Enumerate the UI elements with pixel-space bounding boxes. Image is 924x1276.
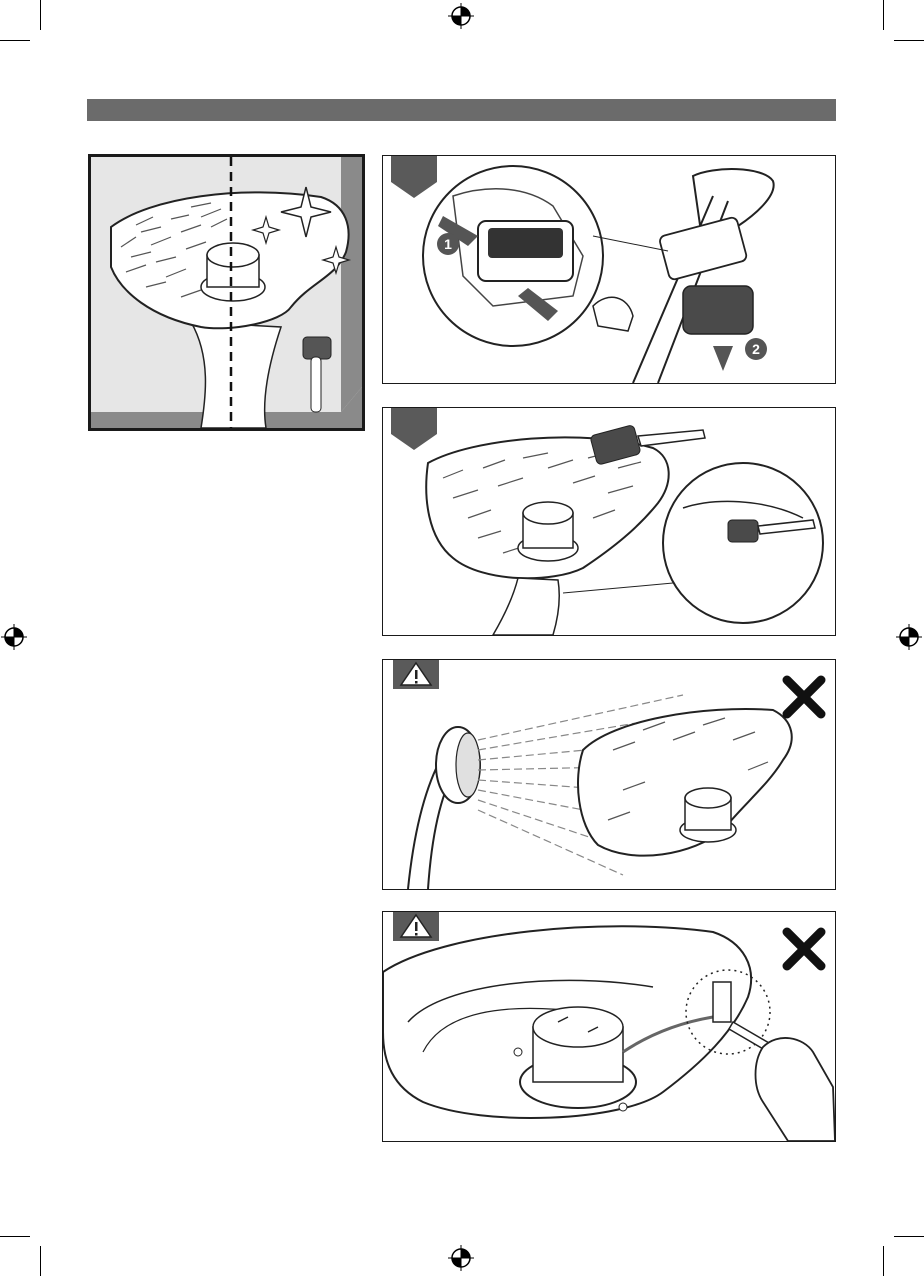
cross-mark-icon: [781, 674, 827, 720]
warning-triangle-icon: [393, 911, 439, 941]
step-remove-battery-panel: 1 2: [382, 155, 836, 384]
warning-no-water-panel: [382, 659, 836, 890]
step-tab-icon: [391, 407, 437, 452]
crop-mark: [0, 40, 30, 41]
cross-mark-icon: [781, 926, 827, 972]
blade-touch-illustration: [383, 912, 835, 1141]
brush-cleaning-illustration: [383, 408, 835, 635]
callout-number: 1: [437, 233, 459, 255]
overview-panel: [88, 154, 365, 431]
water-spray-illustration: [383, 660, 835, 889]
warning-triangle-icon: [393, 659, 439, 689]
registration-mark-icon: [896, 624, 922, 650]
battery-removal-illustration: [383, 156, 835, 383]
step-tab-icon: [391, 155, 437, 200]
clean-vs-dirty-guard-illustration: [91, 157, 362, 428]
crop-mark: [40, 1246, 41, 1276]
crop-mark: [894, 40, 924, 41]
registration-mark-icon: [1, 624, 27, 650]
registration-mark-icon: [448, 3, 474, 29]
section-header-bar: [87, 99, 836, 121]
crop-mark: [40, 0, 41, 30]
registration-mark-icon: [448, 1245, 474, 1271]
warning-no-blade-touch-panel: [382, 911, 836, 1142]
crop-mark: [0, 1236, 30, 1237]
crop-mark: [894, 1236, 924, 1237]
crop-mark: [883, 1246, 884, 1276]
callout-number: 2: [745, 338, 767, 360]
step-brush-clean-panel: [382, 407, 836, 636]
crop-mark: [883, 0, 884, 30]
